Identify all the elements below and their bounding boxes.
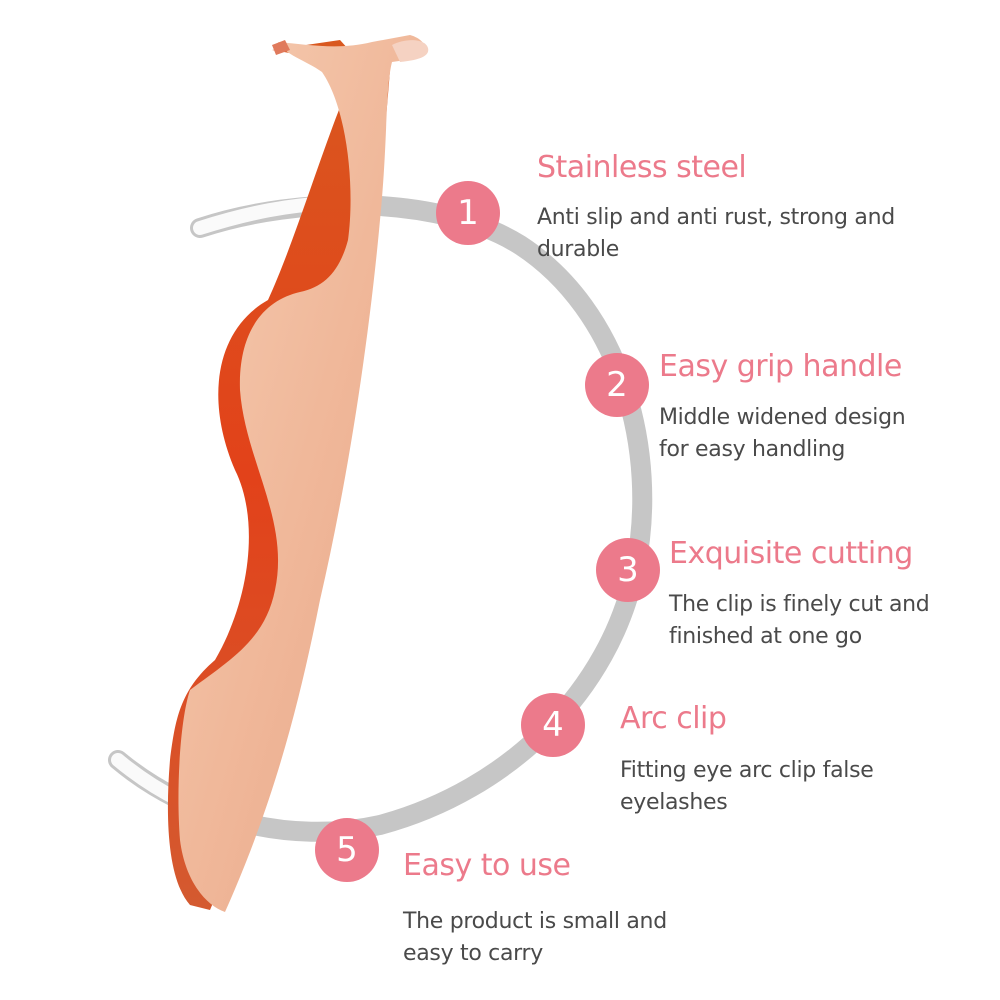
feature-number-badge-4: 4 xyxy=(521,693,585,757)
feature-desc-line: durable xyxy=(537,237,619,262)
feature-desc-line: Fitting eye arc clip false xyxy=(620,758,874,783)
feature-title-arc-clip: Arc clip xyxy=(620,701,727,736)
feature-desc-line: eyelashes xyxy=(620,790,728,815)
feature-desc-line: Anti slip and anti rust, strong and xyxy=(537,205,895,230)
feature-desc-line: The product is small and xyxy=(403,909,667,934)
feature-number: 4 xyxy=(542,705,564,745)
feature-number: 3 xyxy=(617,550,639,590)
feature-number-badge-3: 3 xyxy=(596,538,660,602)
feature-desc-line: for easy handling xyxy=(659,437,846,462)
feature-title-exquisite-cutting: Exquisite cutting xyxy=(669,536,913,571)
feature-number: 5 xyxy=(336,830,358,870)
feature-title-easy-to-use: Easy to use xyxy=(403,848,571,883)
feature-desc-line: Middle widened design xyxy=(659,405,906,430)
feature-number-badge-2: 2 xyxy=(585,353,649,417)
feature-number-badge-5: 5 xyxy=(315,818,379,882)
feature-desc-line: The clip is finely cut and xyxy=(669,592,930,617)
tweezer-illustration xyxy=(167,35,429,912)
feature-title-stainless-steel: Stainless steel xyxy=(537,150,747,185)
feature-desc-line: easy to carry xyxy=(403,941,543,966)
feature-number-badge-1: 1 xyxy=(436,181,500,245)
feature-number: 1 xyxy=(457,193,479,233)
feature-desc-line: finished at one go xyxy=(669,624,862,649)
feature-number: 2 xyxy=(606,365,628,405)
feature-title-easy-grip-handle: Easy grip handle xyxy=(659,349,902,384)
